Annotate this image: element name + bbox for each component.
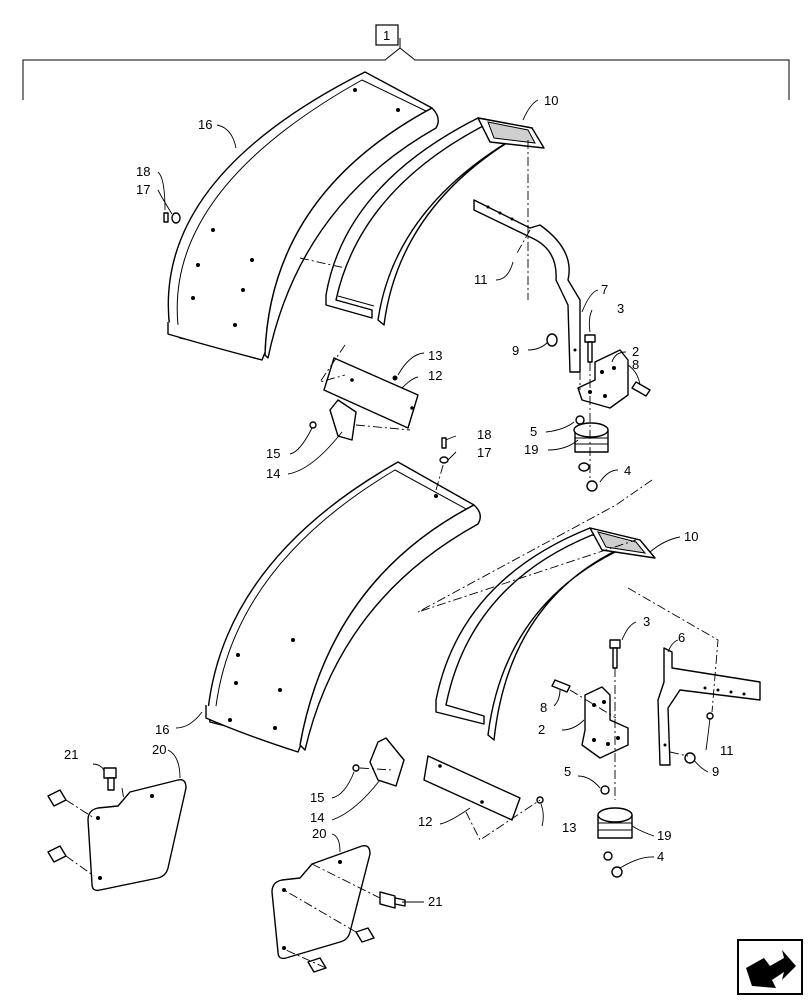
callout-20-left: 20 — [152, 742, 166, 757]
callout-6: 6 — [678, 630, 685, 645]
callout-10-upper: 10 — [544, 93, 558, 108]
nut-upper — [546, 333, 558, 347]
small-bracket-upper — [309, 399, 357, 441]
callout-11-upper: 11 — [474, 272, 488, 287]
callout-3-lower: 3 — [643, 614, 650, 629]
plate-upper — [323, 357, 419, 429]
nut-lower — [684, 712, 714, 764]
bracket-arm-7 — [473, 199, 581, 373]
callout-13-upper: 13 — [428, 348, 442, 363]
callout-14-lower: 14 — [310, 810, 324, 825]
callout-18-center: 18 — [477, 427, 491, 442]
loose-fasteners-left — [47, 789, 67, 863]
rubber-isolator-lower — [597, 785, 633, 878]
side-bolt-lower — [551, 679, 571, 693]
callout-13-lower: 13 — [562, 820, 576, 835]
support-frame-lower — [435, 527, 656, 741]
callout-2-lower: 2 — [538, 722, 545, 737]
callout-leaders — [92, 99, 711, 903]
callout-12-lower: 12 — [418, 814, 432, 829]
assembly-bracket: 1 — [22, 24, 790, 100]
callout-4-lower: 4 — [657, 849, 664, 864]
mud-flap-right — [271, 844, 371, 960]
callout-2-upper: 2 — [632, 344, 639, 359]
callout-15-lower: 15 — [310, 790, 324, 805]
callout-5-upper: 5 — [530, 424, 537, 439]
callout-5-lower: 5 — [564, 764, 571, 779]
callout-17-upper: 17 — [136, 182, 150, 197]
side-bolt-upper — [631, 381, 651, 397]
loose-fasteners-right — [307, 927, 375, 973]
bracket-arm-6 — [657, 647, 761, 766]
small-bracket-lower — [352, 737, 405, 787]
callout-16-upper: 16 — [198, 117, 212, 132]
callout-8-upper: 8 — [632, 357, 639, 372]
bolt-21-right — [379, 891, 406, 909]
mount-plate-upper — [577, 349, 629, 409]
callout-7: 7 — [601, 282, 608, 297]
callout-8-lower: 8 — [540, 700, 547, 715]
callout-21-right: 21 — [428, 894, 442, 909]
callout-21-left: 21 — [64, 747, 78, 762]
alignment-lines-upper — [299, 140, 591, 480]
callout-labels: 16 10 18 17 11 7 3 9 2 8 13 12 5 19 15 1… — [64, 93, 734, 909]
callout-17-center: 17 — [477, 445, 491, 460]
callout-19-upper: 19 — [524, 442, 538, 457]
callout-19-lower: 19 — [657, 828, 671, 843]
alignment-lines-lower — [65, 461, 719, 969]
bolt-upper — [584, 334, 596, 363]
fender-upper — [167, 71, 439, 361]
next-page-arrow-icon[interactable] — [737, 939, 803, 995]
bolt-21-left — [103, 767, 117, 791]
fender-lower — [205, 461, 481, 753]
rubber-isolator-upper — [573, 415, 609, 492]
callout-20-right: 20 — [312, 826, 326, 841]
pin-upper-left — [163, 212, 181, 224]
callout-16-lower: 16 — [155, 722, 169, 737]
assembly-label: 1 — [383, 28, 390, 43]
callout-15-upper: 15 — [266, 446, 280, 461]
pin-lower-center — [439, 437, 449, 464]
callout-10-lower: 10 — [684, 529, 698, 544]
callout-18-upper: 18 — [136, 164, 150, 179]
mount-plate-lower — [581, 686, 629, 759]
mud-flap-left — [87, 778, 187, 892]
callout-11-lower: 11 — [720, 743, 734, 758]
callout-9-lower: 9 — [712, 764, 719, 779]
callout-12-upper: 12 — [428, 368, 442, 383]
bolt-lower — [609, 639, 621, 669]
callout-14-upper: 14 — [266, 466, 280, 481]
callout-9-upper: 9 — [512, 343, 519, 358]
support-frame-upper — [325, 117, 545, 326]
callout-4-upper: 4 — [624, 463, 631, 478]
callout-3-upper: 3 — [617, 301, 624, 316]
